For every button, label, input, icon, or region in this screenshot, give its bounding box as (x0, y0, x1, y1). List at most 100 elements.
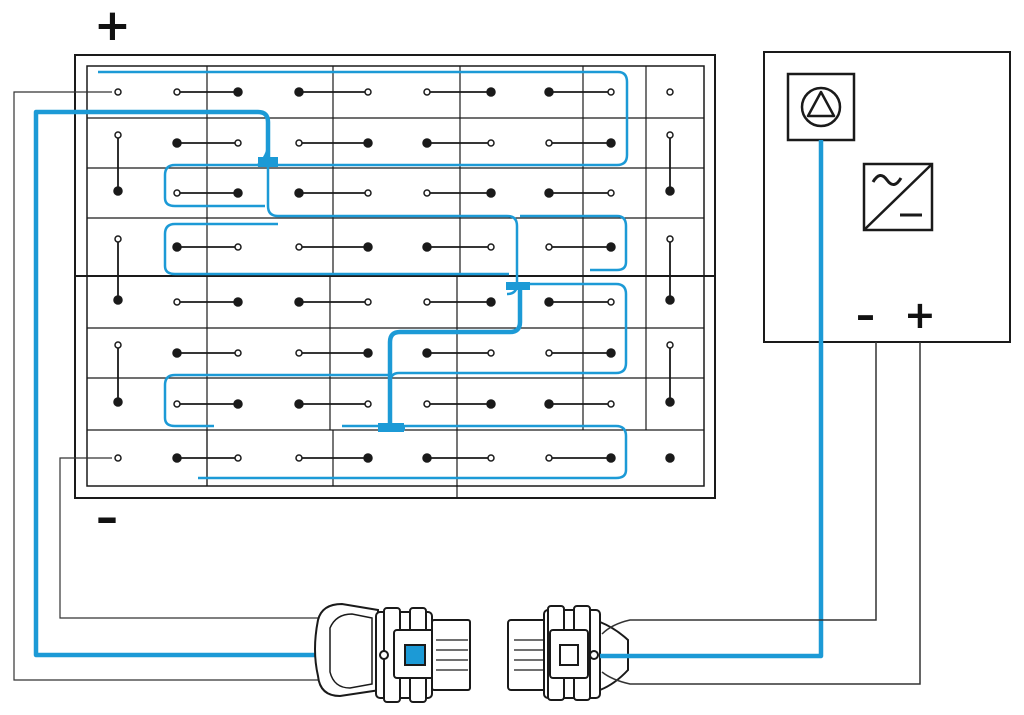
cell-terminal (607, 400, 615, 408)
bus-joint-2 (506, 282, 530, 290)
cell-grid (75, 66, 715, 498)
cell-terminal (172, 138, 182, 148)
cell-terminal (665, 453, 675, 463)
cell-terminal (113, 397, 123, 407)
cell-terminal (172, 242, 182, 252)
cell-terminal (607, 88, 615, 96)
cell-terminal (233, 399, 243, 409)
cell-terminal (364, 189, 372, 197)
main-positive-cable (33, 109, 372, 658)
battery-sense-wire-positive (13, 91, 330, 681)
charger-negative-wire (601, 342, 877, 635)
cell-terminal (173, 189, 181, 197)
cell-terminal (422, 453, 432, 463)
cell-terminal (486, 297, 496, 307)
cell-terminal (234, 243, 242, 251)
bus-joint-3 (378, 423, 404, 432)
battery-sense-wire-negative (59, 457, 330, 619)
cell-terminal (607, 298, 615, 306)
cell-terminal (423, 189, 431, 197)
cell-terminal (295, 349, 303, 357)
cell-terminal (294, 297, 304, 307)
cell-terminal (113, 186, 123, 196)
battery-connector-plug (314, 602, 471, 703)
cell-terminal (545, 454, 553, 462)
bus-joint-1 (258, 157, 278, 167)
cell-terminal (114, 235, 122, 243)
cell-terminal (234, 454, 242, 462)
cell-terminal (544, 87, 554, 97)
cell-terminal (606, 348, 616, 358)
cell-terminal (606, 242, 616, 252)
cell-terminal (295, 454, 303, 462)
cell-terminal (295, 243, 303, 251)
cell-terminal (233, 87, 243, 97)
cell-terminal (233, 188, 243, 198)
cell-terminal (666, 341, 674, 349)
cell-terminal (422, 242, 432, 252)
battery-positive-label: + (94, 0, 131, 51)
cell-terminal (545, 349, 553, 357)
cell-terminal (486, 188, 496, 198)
cell-terminal (423, 400, 431, 408)
charger-connector-plug (507, 605, 629, 701)
charger-positive-wire (601, 342, 921, 685)
cell-terminals (113, 87, 675, 463)
cell-terminal (172, 348, 182, 358)
cell-terminal (606, 453, 616, 463)
cell-terminal (234, 139, 242, 147)
cell-terminal (294, 399, 304, 409)
cell-terminal (544, 297, 554, 307)
cell-terminal (486, 399, 496, 409)
cell-terminal (487, 139, 495, 147)
cell-terminal (172, 453, 182, 463)
triangle-in-circle-icon (786, 72, 856, 142)
cell-terminal (364, 88, 372, 96)
cell-terminal (423, 88, 431, 96)
cell-terminal (114, 131, 122, 139)
cell-terminal (363, 242, 373, 252)
cell-terminal (487, 243, 495, 251)
cell-terminal (666, 131, 674, 139)
battery-negative-label: – (96, 492, 118, 543)
cell-terminal (487, 349, 495, 357)
cell-terminal (422, 138, 432, 148)
cell-terminal (422, 348, 432, 358)
cell-terminal (294, 87, 304, 97)
cell-terminal (363, 138, 373, 148)
cell-terminal (363, 348, 373, 358)
battery-negative-bus (387, 286, 523, 431)
cell-terminal (114, 88, 122, 96)
cell-terminal (364, 298, 372, 306)
cell-terminal (486, 87, 496, 97)
cell-terminal (173, 298, 181, 306)
cell-terminal (545, 139, 553, 147)
cell-terminal (173, 400, 181, 408)
cell-terminal (234, 349, 242, 357)
ac-dc-converter-icon (862, 162, 934, 232)
cell-terminal (233, 297, 243, 307)
cell-terminal (114, 454, 122, 462)
cell-terminal (295, 139, 303, 147)
cell-terminal (114, 341, 122, 349)
cell-terminal (665, 186, 675, 196)
cell-terminal (545, 243, 553, 251)
cell-terminal (364, 400, 372, 408)
cell-terminal (666, 88, 674, 96)
cell-terminal (666, 235, 674, 243)
cell-terminal (363, 453, 373, 463)
cell-terminal (544, 188, 554, 198)
cell-terminal (294, 188, 304, 198)
charger-plus-label: + (904, 293, 936, 337)
cell-terminal (173, 88, 181, 96)
cell-terminal (113, 295, 123, 305)
cell-terminal (665, 295, 675, 305)
cell-terminal (423, 298, 431, 306)
cell-terminal (665, 397, 675, 407)
cell-terminal (487, 454, 495, 462)
charger-signal-cable (600, 140, 824, 659)
charger-minus-label: – (856, 293, 875, 337)
cell-terminal (606, 138, 616, 148)
